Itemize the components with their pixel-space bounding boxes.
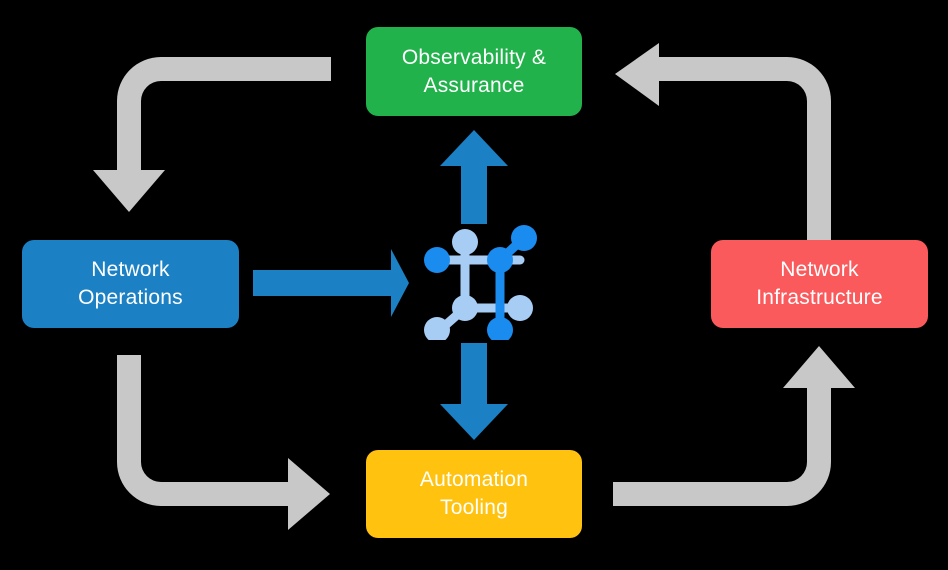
gray-arrow-operations-to-automation: [117, 355, 330, 530]
node-network-infrastructure[interactable]: Network Infrastructure: [711, 240, 928, 328]
node-label: Network Infrastructure: [756, 258, 883, 309]
blue-arrow-center-to-observability: [440, 130, 508, 224]
node-automation-tooling[interactable]: Automation Tooling: [366, 450, 582, 538]
network-topology-icon: [424, 225, 537, 340]
node-label: Network Operations: [78, 258, 183, 309]
gray-arrow-observability-to-operations: [93, 57, 331, 212]
gray-arrow-automation-to-infrastructure: [613, 346, 855, 506]
node-observability-assurance[interactable]: Observability & Assurance: [366, 27, 582, 116]
blue-arrow-operations-to-center: [253, 249, 409, 317]
node-network-operations[interactable]: Network Operations: [22, 240, 239, 328]
node-label: Observability & Assurance: [401, 45, 547, 97]
gray-arrow-infrastructure-to-observability: [615, 43, 831, 240]
blue-arrow-center-to-automation: [440, 343, 508, 440]
node-label: Automation Tooling: [419, 468, 529, 519]
